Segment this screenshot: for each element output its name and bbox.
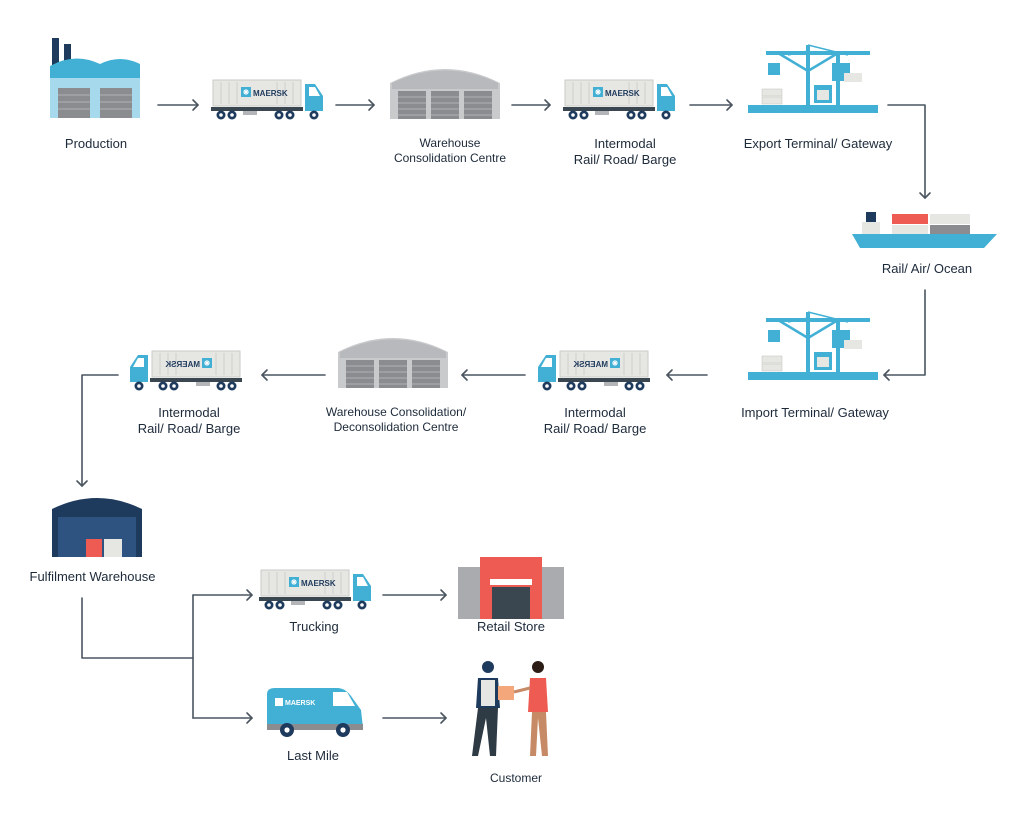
port-crane-icon-export xyxy=(746,43,880,115)
label-import-terminal: Import Terminal/ Gateway xyxy=(741,405,889,420)
factory-icon xyxy=(50,38,140,118)
arrow-truck-to-warehouse xyxy=(335,99,375,111)
arrow-ocean-to-import xyxy=(883,289,926,381)
label-line: Intermodal xyxy=(158,405,220,420)
arrow-to-trucking xyxy=(192,589,253,601)
arrow-intermodal-to-fulfilment xyxy=(76,374,119,487)
svg-text:MAERSK: MAERSK xyxy=(285,700,315,707)
arrow-intermodal-to-export xyxy=(689,99,733,111)
label-line: Warehouse Consolidation/ xyxy=(325,405,467,419)
label-export-terminal: Export Terminal/ Gateway xyxy=(743,136,893,151)
label-intermodal-3: Intermodal Rail/ Road/ Barge xyxy=(109,405,269,437)
label-warehouse-deconsolidation: Warehouse Consolidation/ Deconsolidation… xyxy=(303,405,489,435)
arrow-import-to-intermodal xyxy=(666,369,708,381)
arrow-intermodal-to-deconsolidation xyxy=(461,369,526,381)
warehouse-icon-consolidation xyxy=(389,68,501,120)
warehouse-icon-deconsolidation xyxy=(337,337,449,389)
truck-icon-trucking xyxy=(258,569,372,610)
flow-connectors xyxy=(76,99,931,724)
arrow-deconsolidation-to-intermodal xyxy=(261,369,326,381)
label-line: Deconsolidation Centre xyxy=(333,420,459,434)
label-last-mile: Last Mile xyxy=(286,748,340,763)
label-warehouse-consolidation: Warehouse Consolidation Centre xyxy=(370,136,530,166)
label-customer: Customer xyxy=(489,771,542,785)
fulfilment-warehouse-icon xyxy=(52,498,142,557)
label-line: Intermodal xyxy=(594,136,656,151)
label-retail-store: Retail Store xyxy=(477,619,545,634)
arrow-production-to-truck xyxy=(157,99,199,111)
label-intermodal-2: Intermodal Rail/ Road/ Barge xyxy=(515,405,675,437)
label-line: Rail/ Road/ Barge xyxy=(137,421,241,436)
van-icon: MAERSK xyxy=(267,688,363,737)
arrow-export-to-ocean xyxy=(887,104,931,199)
truck-icon-intermodal-2 xyxy=(537,350,651,391)
label-trucking: Trucking xyxy=(289,619,339,634)
label-ocean: Rail/ Air/ Ocean xyxy=(881,261,973,276)
label-line: Warehouse xyxy=(419,136,481,150)
truck-icon-intermodal-origin xyxy=(210,79,324,120)
container-ship-icon xyxy=(852,212,997,248)
label-line: Rail/ Road/ Barge xyxy=(543,421,647,436)
label-fulfilment-warehouse: Fulfilment Warehouse xyxy=(29,569,156,584)
truck-icon-intermodal-1 xyxy=(562,79,676,120)
label-line: Intermodal xyxy=(564,405,626,420)
arrow-lastmile-to-customer xyxy=(382,712,447,724)
arrow-trucking-to-retail xyxy=(382,589,447,601)
store-icon xyxy=(458,557,564,619)
branch-fulfilment-split xyxy=(81,594,194,719)
label-line: Rail/ Road/ Barge xyxy=(573,152,677,167)
arrow-to-last-mile xyxy=(192,712,253,724)
label-line: Consolidation Centre xyxy=(393,151,507,165)
arrow-warehouse-to-intermodal xyxy=(511,99,551,111)
label-intermodal-1: Intermodal Rail/ Road/ Barge xyxy=(545,136,705,168)
port-crane-icon-import xyxy=(746,310,880,382)
label-production: Production xyxy=(64,136,128,151)
truck-icon-intermodal-3 xyxy=(129,350,243,391)
handover-people-icon xyxy=(472,661,548,756)
